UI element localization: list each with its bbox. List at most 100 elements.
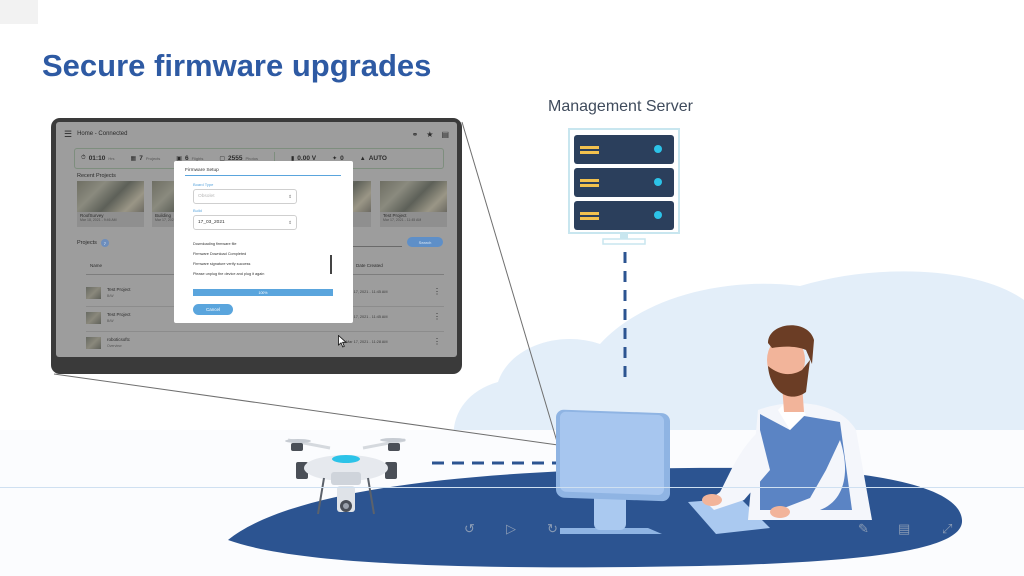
stats-divider [273, 152, 275, 165]
recent-projects-label: Recent Projects [77, 173, 116, 179]
person-hand [770, 506, 790, 518]
board-type-select[interactable]: Obsolet ⇕ [193, 189, 297, 204]
satellite-icon: ✦ [332, 156, 338, 162]
server-slot [580, 179, 599, 182]
progress-fill [193, 289, 333, 296]
person-arm [706, 430, 770, 510]
rewind-10-icon[interactable]: ↺ [464, 521, 475, 536]
menu-icon[interactable]: ☰ [64, 128, 73, 139]
document-icon[interactable]: ▤ [441, 129, 449, 139]
person-hand [702, 494, 722, 506]
server-slot [580, 151, 599, 154]
header-icons: ⚭ ★ ▤ [412, 130, 449, 139]
mouse-cursor-icon [338, 335, 347, 348]
build-select[interactable]: 17_03_2021 ⇕ [193, 215, 297, 230]
server-unit [574, 135, 674, 164]
drone-icon[interactable]: ★ [426, 129, 434, 139]
more-options-icon[interactable]: ⋮ [433, 312, 441, 321]
project-thumbnail [77, 181, 144, 212]
board-type-label: Board Type [193, 182, 214, 187]
firmware-progress-bar: 100% [193, 289, 333, 296]
stat-satellites: ✦ 0 [332, 155, 344, 162]
server-led [654, 211, 662, 219]
projects-table-header: Name Date Created [86, 263, 444, 275]
timer-icon: ⏱ [81, 155, 86, 161]
app-screen: ☰ Home - Connected ⚭ ★ ▤ ⏱ 01:10 Hrs ▦ 7… [56, 122, 457, 357]
server-stand [620, 233, 628, 239]
server-led [654, 178, 662, 186]
person-hair [768, 325, 814, 364]
stat-photos: ▢ 2555 Photos [219, 155, 258, 162]
projects-count-badge: 7 [100, 239, 109, 247]
progress-text: 100% [258, 290, 268, 295]
dialog-title: Firmware Setup [185, 168, 219, 173]
search-button[interactable]: Search [407, 237, 443, 247]
laptop-frame: ☰ Home - Connected ⚭ ★ ▤ ⏱ 01:10 Hrs ▦ 7… [51, 118, 462, 374]
firmware-setup-dialog: Firmware Setup Board Type Obsolet ⇕ Buil… [174, 161, 353, 323]
stat-mode: ▲ AUTO [359, 155, 387, 162]
drone-propeller [380, 438, 406, 442]
server [568, 128, 680, 245]
stat-flights: ▣ 6 Flights [176, 155, 204, 162]
more-options-icon[interactable]: ⋮ [433, 337, 441, 346]
monitor [556, 409, 670, 534]
server-slot [580, 184, 599, 187]
forward-30-icon[interactable]: ↻ [547, 521, 558, 536]
column-name[interactable]: Name [90, 263, 103, 268]
calendar-icon: ▣ [176, 156, 182, 162]
project-thumbnail [380, 181, 447, 212]
stat-flight-time: ⏱ 01:10 Hrs [81, 155, 115, 162]
mode-icon: ▲ [359, 155, 366, 162]
firmware-log: Downloading firmware file Firmware Downl… [193, 239, 333, 280]
app-title: Home - Connected [77, 131, 128, 137]
connection-icon[interactable]: ⚭ [411, 129, 419, 139]
log-line: Firmware Download Completed [193, 252, 247, 256]
battery-icon: ▮ [290, 156, 295, 162]
pencil-icon[interactable]: ✎ [858, 521, 869, 536]
server-slot [580, 212, 599, 215]
cancel-button[interactable]: Cancel [193, 304, 233, 315]
server-led [654, 145, 662, 153]
row-divider [86, 331, 444, 332]
project-search-input[interactable] [346, 238, 402, 247]
recent-project-card[interactable]: RoofSurvey Mar 18, 2021 - 9:46 AM [77, 181, 144, 227]
corner-tab [0, 0, 38, 24]
drone [285, 438, 406, 515]
photo-icon: ▢ [219, 156, 226, 162]
drone-propeller [285, 439, 311, 443]
drone-body [304, 455, 388, 481]
floor-line [0, 487, 1024, 488]
table-row[interactable]: roboticsoftc Overview Mar 17, 2021 - 11:… [86, 334, 444, 354]
app-header: ☰ Home - Connected ⚭ ★ ▤ [56, 122, 457, 146]
fullscreen-icon[interactable]: ⤢ [942, 521, 953, 536]
server-unit [574, 201, 674, 230]
build-label: Build [193, 208, 202, 213]
more-options-icon[interactable]: ⋮ [433, 287, 441, 296]
slide-title: Secure firmware upgrades [42, 48, 432, 83]
server-unit [574, 168, 674, 197]
person-arm [784, 440, 846, 516]
table-row[interactable]: Test Project B/W Mar 17, 2021 - 11:45 AM… [86, 309, 444, 332]
person [702, 325, 872, 520]
projects-label: Projects 7 [77, 239, 109, 247]
server-base [602, 238, 646, 245]
play-icon[interactable]: ▷ [506, 521, 516, 536]
stat-projects: ▦ 7 Projects [130, 155, 161, 162]
log-line: Downloading firmware file [193, 242, 237, 246]
column-date-created[interactable]: Date Created [356, 263, 383, 268]
log-scrollbar[interactable] [330, 255, 332, 274]
drone-top-light [332, 455, 360, 463]
folder-icon: ▦ [130, 156, 137, 162]
caption-icon[interactable]: ▤ [898, 521, 911, 536]
zoom-line-bottom [53, 373, 559, 446]
person-beard [768, 360, 810, 397]
dialog-title-underline [185, 175, 341, 176]
row-thumbnail [86, 287, 101, 299]
row-thumbnail [86, 337, 101, 349]
chevron-updown-icon: ⇕ [288, 219, 292, 225]
log-line: Please unplug the device and plug it aga… [193, 272, 265, 276]
recent-project-card[interactable]: Test Project Mar 17, 2021 - 11:45 AM [380, 181, 447, 227]
server-label: Management Server [548, 98, 693, 115]
monitor-base [560, 528, 662, 534]
